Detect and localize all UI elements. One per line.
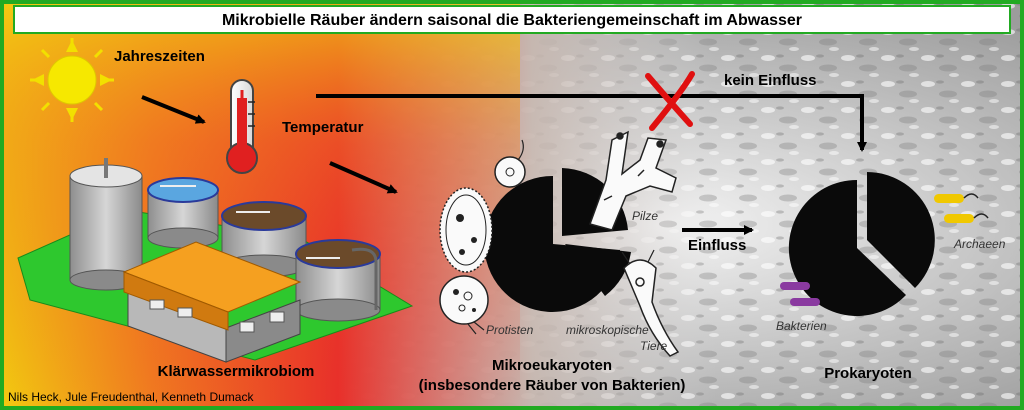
sun-icon [30,38,114,122]
clarifier-tank [147,177,219,249]
pie-slice-small [565,244,631,296]
micro-animals-label-1: mikroskopische [566,323,649,337]
arrow-temperature-eukaryotes [329,161,398,194]
prokaryotes-label: Prokaryoten [824,365,912,382]
bacteria-label: Bakterien [776,319,827,333]
archaea-label: Archaeen [953,237,1006,251]
digester-tank [69,158,143,291]
plant-building [122,241,302,363]
bacteria-illustration [780,282,820,306]
pie-slice-small [867,172,935,288]
title-banner: Mikrobielle Räuber ändern saisonal die B… [13,5,1011,34]
thermometer-icon [226,79,258,174]
arrow-no-influence [316,94,867,152]
archaea-illustration [934,193,989,223]
amoeba-illustration [439,275,489,335]
arrow-seasons-temperature [141,95,206,124]
pie-slice-main [484,175,620,312]
small-protist-illustration [494,139,526,188]
credits: Nils Heck, Jule Freudenthal, Kenneth Dum… [8,390,254,404]
title: Mikrobielle Räuber ändern saisonal die B… [222,12,802,29]
eukaryotes-label-2: (insbesondere Räuber von Bakterien) [419,377,686,394]
cross-x-icon [645,71,695,131]
plant-label: Klärwassermikrobiom [158,363,315,380]
influence-label: Einfluss [688,237,746,254]
rotifer-illustration [621,249,680,357]
seasons-label: Jahreszeiten [114,48,205,65]
no-influence-label: kein Einfluss [724,72,817,89]
protists-label: Protisten [486,323,534,337]
micro-animals-label-2: Tiere [640,339,668,353]
fungi-illustration [589,130,677,231]
fungi-label: Pilze [632,209,658,223]
wastewater-plant [17,158,414,363]
ciliate-illustration [439,187,493,273]
prokaryote-pie [788,172,935,316]
temperature-label: Temperatur [282,119,364,136]
sludge-tank-2 [295,239,381,322]
pie-slice-large [788,179,906,316]
eukaryotes-label-1: Mikroeukaryoten [492,357,612,374]
